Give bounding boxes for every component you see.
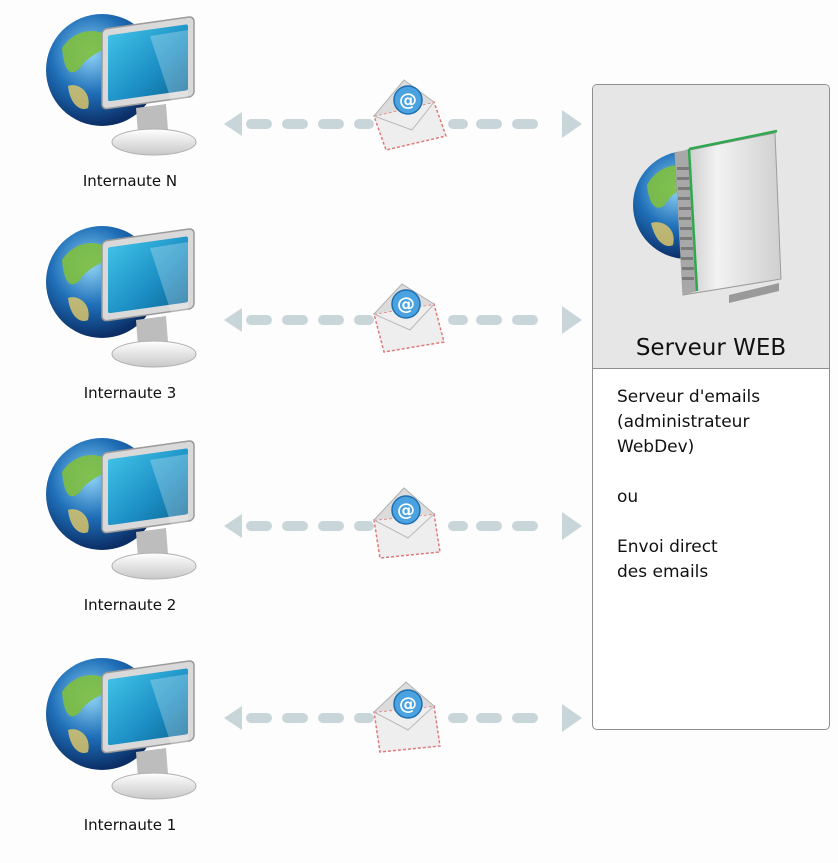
server-title: Serveur WEB	[635, 335, 787, 361]
client-internaute-3: Internaute 3	[40, 220, 220, 420]
client-internaute-1: Internaute 1	[40, 652, 220, 852]
at-symbol: @	[399, 90, 417, 111]
arrow-left-icon	[224, 112, 242, 136]
envelope-icon: @	[373, 79, 447, 151]
bidirectional-arrow: @	[224, 487, 582, 559]
client-label: Internaute 3	[83, 384, 177, 402]
client-label: Internaute 2	[83, 596, 177, 614]
client-internaute-2: Internaute 2	[40, 432, 220, 632]
spacer	[617, 510, 817, 535]
link-internaute-n: @	[222, 72, 584, 162]
spacer	[617, 460, 817, 485]
server-globe-icon	[633, 129, 782, 303]
arrow-left-icon	[224, 308, 242, 332]
client-label: Internaute N	[82, 172, 178, 190]
computer-globe-icon	[46, 14, 197, 156]
desc-line: (administrateur	[617, 412, 750, 432]
at-symbol: @	[399, 694, 417, 715]
computer-globe-icon	[46, 658, 197, 800]
desc-line: des emails	[617, 562, 709, 582]
computer-globe-icon	[46, 226, 197, 368]
at-symbol: @	[397, 294, 415, 315]
envelope-icon: @	[373, 283, 445, 353]
arrow-right-icon	[562, 110, 582, 138]
link-internaute-3: @	[222, 274, 584, 364]
client-internaute-n: Internaute N	[40, 8, 220, 208]
arrow-left-icon	[224, 706, 242, 730]
at-symbol: @	[397, 500, 415, 521]
envelope-icon: @	[373, 681, 441, 753]
link-internaute-1: @	[222, 674, 584, 764]
computer-globe-icon	[46, 438, 197, 580]
desc-line: ou	[617, 487, 639, 507]
arrow-right-icon	[562, 704, 582, 732]
client-label: Internaute 1	[83, 816, 177, 834]
desc-line: WebDev)	[617, 437, 695, 457]
server-panel: Serveur WEB Serveur d'emails (administra…	[592, 84, 830, 730]
server-header: Serveur WEB	[593, 85, 829, 369]
link-internaute-2: @	[222, 480, 584, 570]
arrow-right-icon	[562, 306, 582, 334]
server-description: Serveur d'emails (administrateur WebDev)…	[617, 385, 817, 585]
bidirectional-arrow: @	[224, 681, 582, 753]
bidirectional-arrow: @	[224, 79, 582, 151]
envelope-icon: @	[373, 487, 441, 559]
bidirectional-arrow: @	[224, 283, 582, 353]
arrow-right-icon	[562, 512, 582, 540]
arrow-left-icon	[224, 514, 242, 538]
desc-line: Envoi direct	[617, 537, 718, 557]
desc-line: Serveur d'emails	[617, 387, 761, 407]
